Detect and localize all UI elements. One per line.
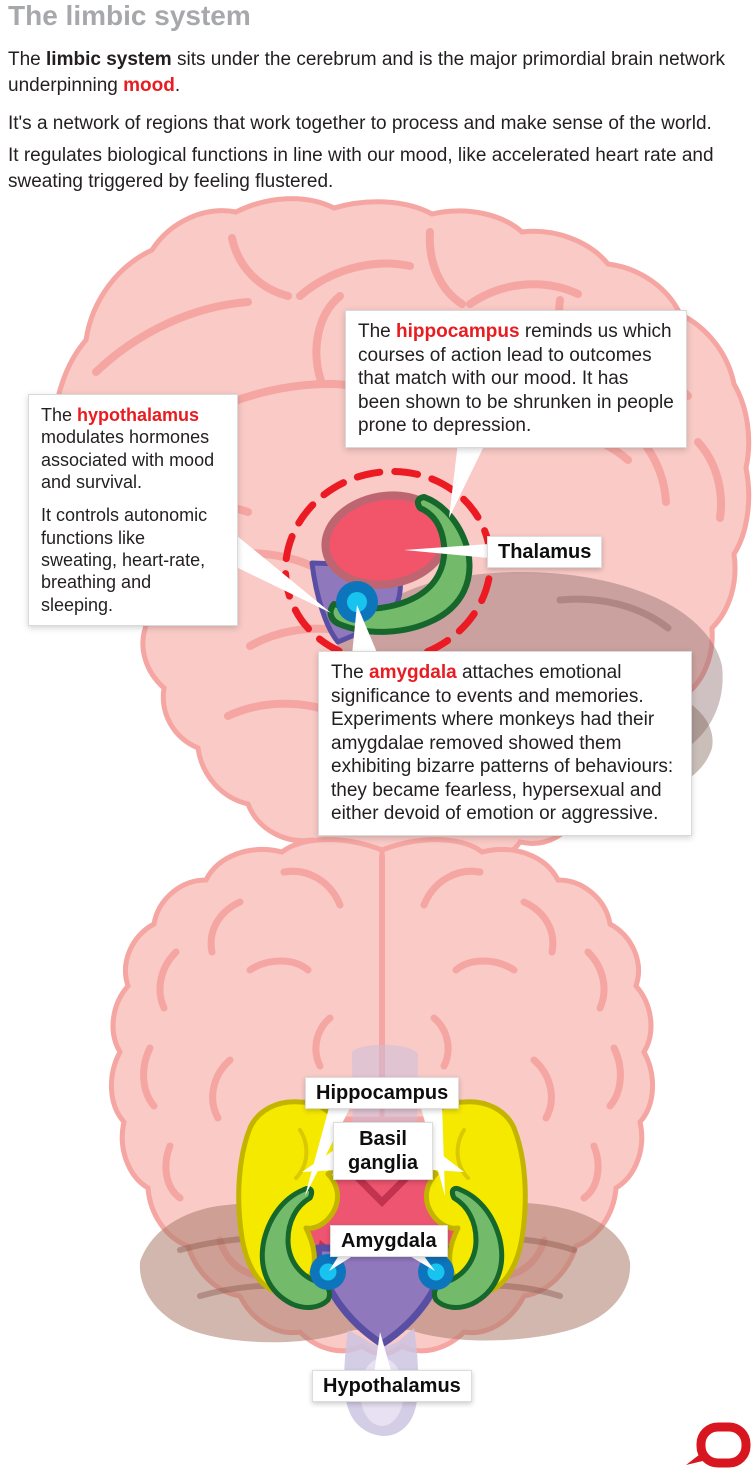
hippocampus-label: Hippocampus bbox=[305, 1077, 460, 1109]
hippocampus-left bbox=[259, 1185, 333, 1310]
hypothalamus-label-pointer bbox=[374, 1332, 392, 1374]
hypothalamus-callout-pointer bbox=[236, 535, 331, 613]
thalamus-label-pointer bbox=[404, 544, 489, 558]
hypothalamus-label: Hypothalamus bbox=[312, 1370, 472, 1402]
amygdala-callout-pointer bbox=[352, 605, 378, 655]
basil-ganglia-pointer-left bbox=[302, 1148, 337, 1172]
thalamus-label: Thalamus bbox=[487, 536, 603, 568]
intro-paragraph-3: It regulates biological functions in lin… bbox=[8, 145, 714, 192]
hypothalamus-callout: The hypothalamus modulates hormones asso… bbox=[28, 394, 238, 626]
intro-paragraph-2: It's a network of regions that work toge… bbox=[8, 113, 712, 134]
basal-ganglia-left-detail bbox=[294, 1128, 309, 1180]
front-brain-illustration bbox=[108, 840, 652, 1436]
midbrain-notch bbox=[354, 1174, 410, 1207]
basil-ganglia-label: Basil ganglia bbox=[333, 1122, 433, 1180]
hippocampus-shape-side bbox=[327, 494, 473, 635]
hippocampus-callout: The hippocampus reminds us which courses… bbox=[345, 310, 687, 448]
page-title: The limbic system bbox=[8, 0, 251, 31]
amygdala-callout: The amygdala attaches emotional signific… bbox=[318, 651, 692, 836]
basil-ganglia-pointer-right bbox=[433, 1148, 464, 1172]
amygdala-label: Amygdala bbox=[330, 1225, 448, 1257]
intro-paragraph-1: The limbic system sits under the cerebru… bbox=[8, 49, 726, 96]
amygdala-core-side bbox=[347, 592, 367, 612]
hippocampus-callout-pointer bbox=[449, 442, 486, 518]
speech-bubble-logo-icon bbox=[686, 1422, 751, 1468]
